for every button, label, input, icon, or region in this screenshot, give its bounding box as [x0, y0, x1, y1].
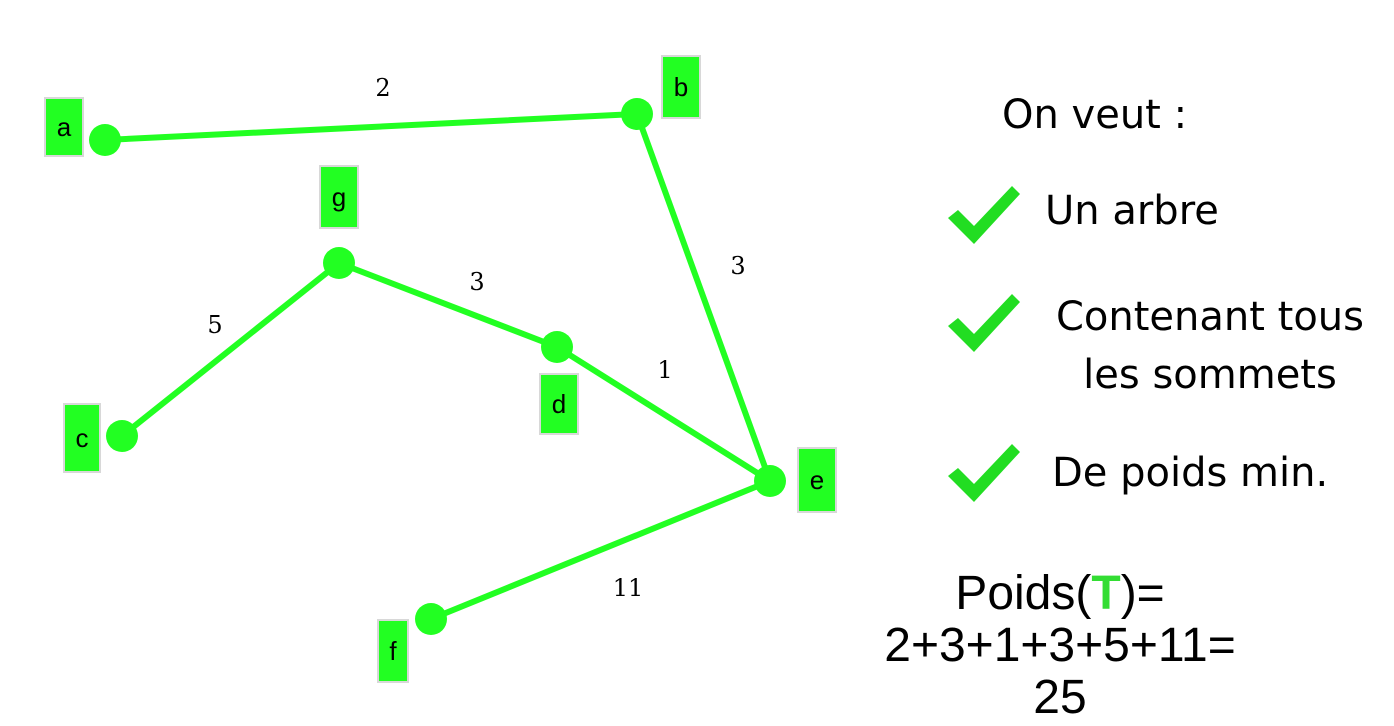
panel-title: On veut : — [1002, 92, 1188, 138]
weight-prefix: Poids( — [955, 567, 1092, 620]
node-label-box-e — [797, 447, 837, 513]
node-a — [89, 124, 121, 156]
edge-g-d — [336, 260, 560, 350]
weight-label-line: Poids(T)= — [830, 568, 1290, 620]
node-label-d: d — [552, 389, 566, 419]
node-label-box-b — [661, 55, 701, 119]
criterion-all-vertices: Contenant tous les sommets — [1035, 288, 1385, 404]
tree-symbol: T — [1091, 567, 1121, 620]
edges-layer: 2 3 3 1 5 11 — [102, 74, 773, 622]
edge-weight-a-b: 2 — [375, 74, 390, 102]
edge-weight-d-e: 1 — [657, 356, 672, 384]
node-b — [621, 98, 653, 130]
criterion-tree: Un arbre — [1045, 188, 1219, 234]
node-e — [754, 465, 786, 497]
node-label-box-c — [63, 403, 101, 473]
node-f — [415, 603, 447, 635]
edge-weight-e-f: 11 — [613, 574, 644, 602]
node-label-box-f — [377, 619, 409, 683]
edge-b-e — [634, 111, 773, 484]
node-g — [323, 247, 355, 279]
edge-a-b — [102, 111, 640, 143]
edge-weight-g-d: 3 — [469, 268, 484, 296]
check-icon — [948, 444, 1020, 502]
criterion-all-vertices-line2: les sommets — [1083, 352, 1337, 398]
node-c — [106, 420, 138, 452]
weight-sum: 2+3+1+3+5+11= — [884, 619, 1236, 672]
edge-weight-b-e: 3 — [730, 252, 745, 280]
edge-g-c — [119, 260, 342, 439]
node-label-g: g — [332, 182, 346, 212]
edge-e-f — [428, 478, 773, 622]
weight-total: 25 — [1033, 671, 1087, 724]
nodes-layer: a b c d e f g — [44, 55, 837, 683]
node-label-e: e — [810, 465, 824, 495]
node-label-box-g — [319, 165, 359, 229]
edge-d-e — [554, 344, 773, 484]
node-label-box-d — [539, 373, 579, 435]
check-icon — [948, 294, 1020, 352]
node-label-c: c — [76, 423, 89, 453]
node-label-box-a — [44, 97, 84, 157]
node-label-b: b — [674, 72, 688, 102]
node-label-f: f — [389, 636, 397, 666]
node-d — [541, 331, 573, 363]
criterion-min-weight: De poids min. — [1052, 450, 1329, 496]
node-label-a: a — [57, 112, 72, 142]
criterion-all-vertices-line1: Contenant tous — [1055, 294, 1364, 340]
weight-formula: Poids(T)= 2+3+1+3+5+11= 25 — [830, 568, 1290, 724]
weight-suffix: )= — [1120, 567, 1165, 620]
edge-weight-g-c: 5 — [207, 311, 222, 339]
check-icon — [948, 186, 1020, 244]
